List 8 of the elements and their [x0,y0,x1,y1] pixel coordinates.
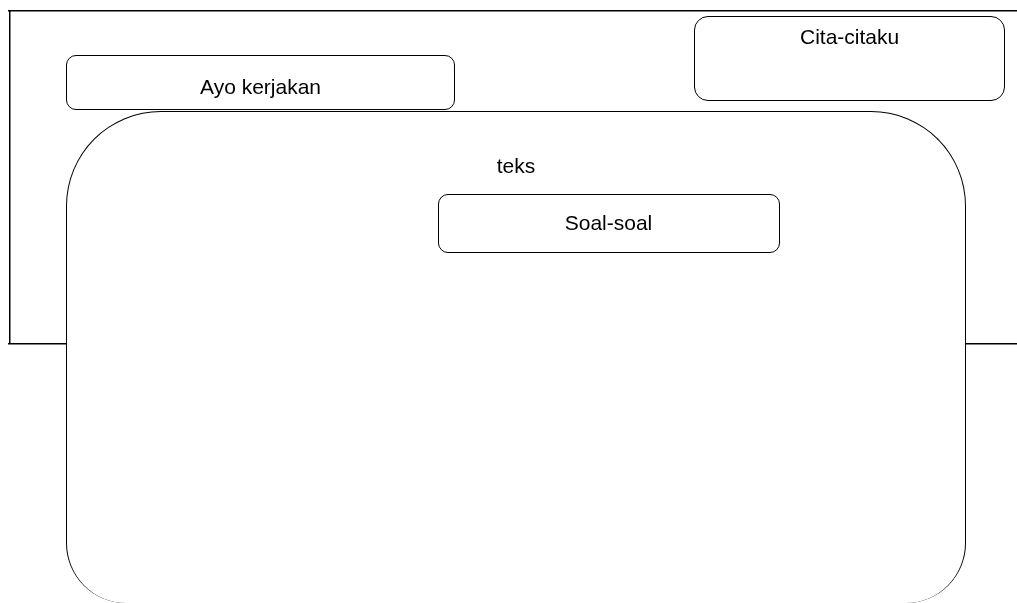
box-label: Cita-citaku [800,25,899,49]
rounded-panel [66,111,966,603]
box-label: Soal-soal [564,210,653,235]
box-label: Ayo kerjakan [200,75,321,99]
process-box [66,55,455,110]
process-box [437,193,780,253]
process-box [694,16,1005,101]
panel-heading: teks [496,154,536,178]
